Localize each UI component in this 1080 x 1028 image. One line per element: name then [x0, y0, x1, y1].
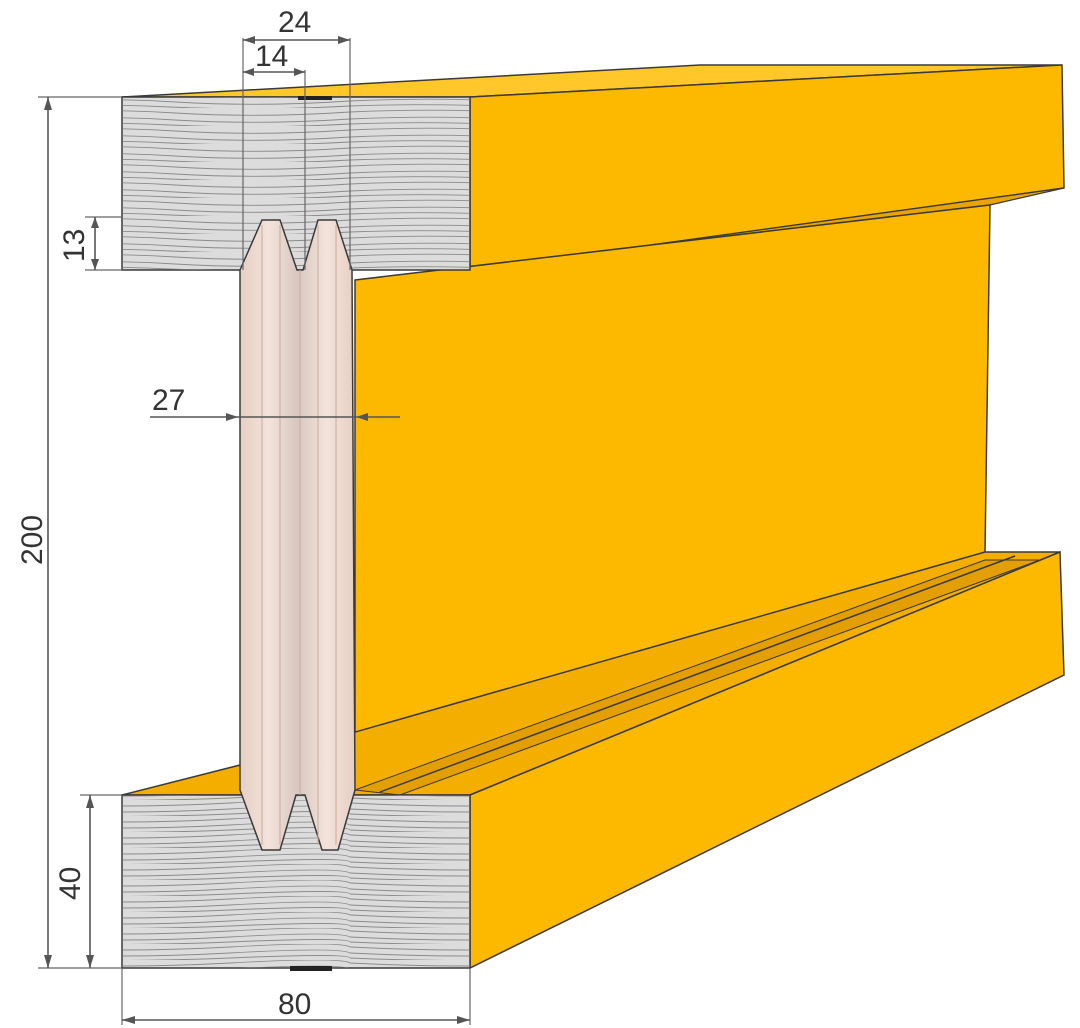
beam-body — [121, 64, 1065, 970]
dimension-lines — [38, 36, 471, 1025]
dim-top-groove-span: 24 — [278, 6, 311, 39]
groove-edge — [379, 555, 1016, 793]
cross-section — [121, 96, 471, 971]
dim-flange-height: 40 — [54, 867, 87, 900]
dim-groove-depth: 13 — [58, 229, 91, 262]
dim-total-height: 200 — [16, 515, 49, 565]
web-end — [239, 219, 356, 851]
dim-flange-width: 80 — [278, 988, 311, 1021]
dim-web-thickness: 27 — [152, 384, 185, 417]
dim-top-groove-width: 14 — [255, 40, 288, 73]
